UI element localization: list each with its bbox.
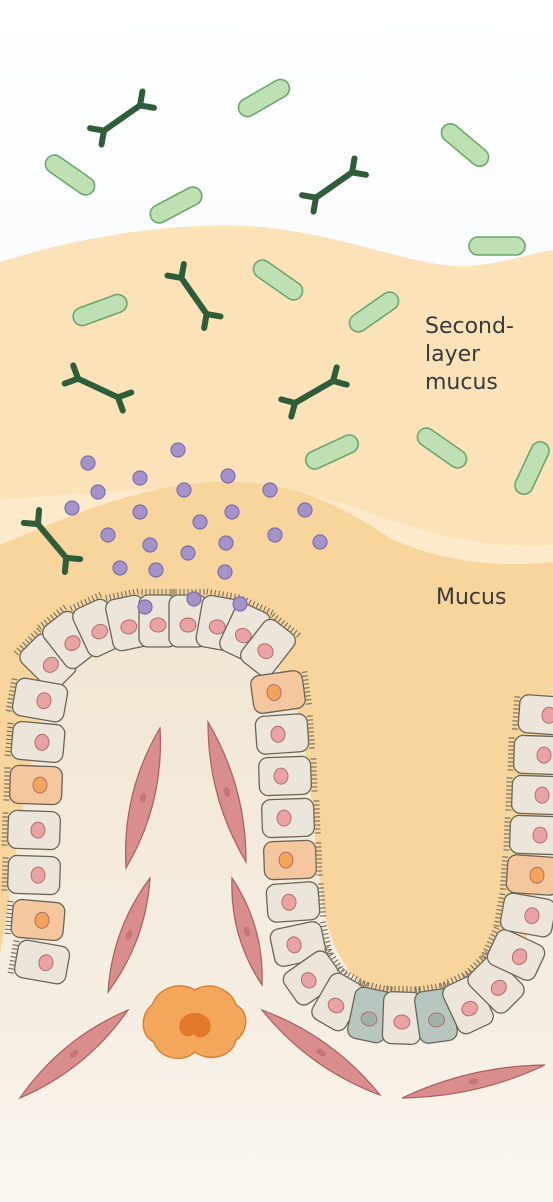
epithelial-cell-icon: [505, 775, 553, 815]
epithelial-cell-icon: [503, 815, 553, 855]
antimicrobial-peptide-icon: [181, 546, 195, 560]
antimicrobial-peptide-icon: [233, 597, 247, 611]
antimicrobial-peptide-icon: [143, 538, 157, 552]
antimicrobial-peptide-icon: [219, 536, 233, 550]
goblet-cell-icon: [4, 898, 65, 941]
epithelial-cell-icon: [255, 713, 316, 755]
antimicrobial-peptide-icon: [177, 483, 191, 497]
antimicrobial-peptide-icon: [298, 503, 312, 517]
antimicrobial-peptide-icon: [138, 600, 152, 614]
antimicrobial-peptide-icon: [113, 561, 127, 575]
antimicrobial-peptide-icon: [263, 483, 277, 497]
antimicrobial-peptide-icon: [171, 443, 185, 457]
epithelial-cell-icon: [1, 810, 60, 850]
epithelial-cell-icon: [4, 720, 65, 763]
antimicrobial-peptide-icon: [133, 471, 147, 485]
antimicrobial-peptide-icon: [91, 485, 105, 499]
mucus-label: Mucus: [436, 584, 506, 612]
second-layer-mucus-label: Second- layer mucus: [425, 313, 514, 397]
bacterium-icon: [469, 237, 525, 255]
macrophage-icon: [143, 986, 246, 1058]
antimicrobial-peptide-icon: [225, 505, 239, 519]
epithelial-cell-icon: [1, 855, 60, 895]
epithelial-cell-icon: [266, 881, 327, 923]
antimicrobial-peptide-icon: [218, 565, 232, 579]
goblet-cell-icon: [263, 840, 322, 880]
antimicrobial-peptide-icon: [101, 528, 115, 542]
epithelial-cell-icon: [261, 798, 320, 838]
goblet-cell-icon: [3, 765, 62, 805]
antimicrobial-peptide-icon: [268, 528, 282, 542]
antimicrobial-peptide-icon: [187, 592, 201, 606]
antimicrobial-peptide-icon: [65, 501, 79, 515]
antimicrobial-peptide-icon: [149, 563, 163, 577]
antimicrobial-peptide-icon: [193, 515, 207, 529]
antimicrobial-peptide-icon: [221, 469, 235, 483]
epithelial-cell-icon: [258, 756, 317, 796]
antimicrobial-peptide-icon: [133, 505, 147, 519]
antimicrobial-peptide-icon: [313, 535, 327, 549]
antimicrobial-peptide-icon: [81, 456, 95, 470]
